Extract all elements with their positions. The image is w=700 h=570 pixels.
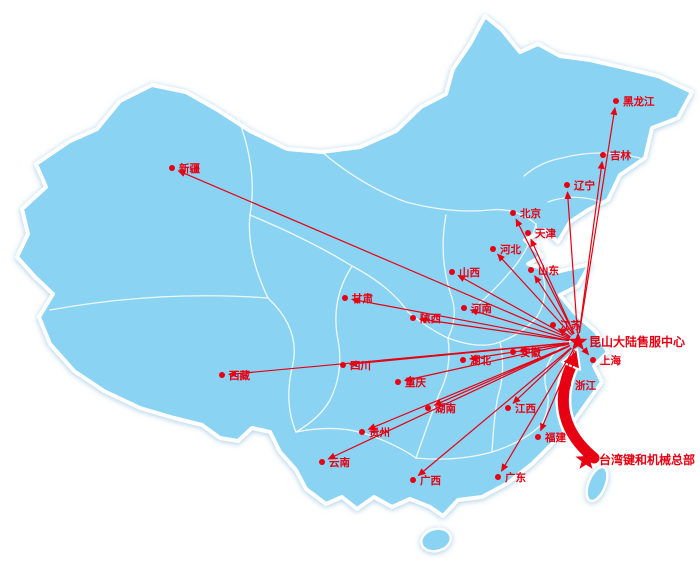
province-dot bbox=[590, 357, 596, 363]
province-label: 江苏 bbox=[560, 319, 581, 332]
province-dot bbox=[461, 305, 467, 311]
province-dot bbox=[528, 267, 534, 273]
hainan-island bbox=[419, 527, 453, 553]
flow-arrow bbox=[327, 345, 571, 460]
province-label: 西藏 bbox=[229, 369, 250, 382]
flow-arrows-layer bbox=[177, 106, 618, 477]
province-label: 陕西 bbox=[420, 312, 441, 325]
hq-star-icon bbox=[575, 449, 597, 469]
flow-arrow bbox=[228, 342, 570, 378]
province-label: 福建 bbox=[544, 431, 566, 444]
flow-arrow bbox=[515, 218, 575, 335]
province-dot bbox=[359, 429, 365, 435]
province-dot bbox=[449, 269, 455, 275]
province-label: 广东 bbox=[505, 471, 526, 484]
flow-arrow bbox=[540, 350, 576, 432]
flow-arrow bbox=[350, 297, 570, 341]
flow-arrow bbox=[367, 344, 570, 430]
flow-arrow bbox=[417, 347, 572, 477]
province-label: 山西 bbox=[459, 266, 480, 279]
flow-arrow bbox=[177, 170, 570, 340]
province-label: 上海 bbox=[600, 354, 621, 367]
province-label: 新疆 bbox=[179, 162, 200, 175]
flow-arrow bbox=[433, 345, 571, 406]
hub-star-icon bbox=[568, 332, 588, 351]
province-dot bbox=[565, 382, 571, 388]
province-dot bbox=[169, 165, 175, 171]
hub-label: 昆山大陆售服中心 bbox=[589, 334, 685, 349]
hq-label: 台湾键和机械总部 bbox=[599, 452, 695, 467]
flow-arrow bbox=[534, 275, 574, 335]
province-label: 安徽 bbox=[520, 346, 541, 359]
province-label: 北京 bbox=[520, 207, 541, 220]
mainland-shape bbox=[15, 14, 694, 518]
hq-marker: 台湾键和机械总部 bbox=[575, 449, 695, 469]
province-dot bbox=[425, 405, 431, 411]
province-label: 河北 bbox=[500, 243, 521, 256]
province-label: 四川 bbox=[350, 360, 371, 372]
province-label: 湖北 bbox=[470, 354, 491, 367]
flow-arrow bbox=[530, 238, 575, 335]
province-dot bbox=[495, 474, 501, 480]
taiwan-island bbox=[585, 465, 609, 503]
province-dot bbox=[550, 322, 556, 328]
flow-arrow bbox=[403, 343, 570, 383]
province-dot bbox=[535, 434, 541, 440]
flow-arrow bbox=[557, 328, 571, 338]
province-dot bbox=[600, 152, 606, 158]
province-dot bbox=[613, 98, 619, 104]
province-markers-layer bbox=[169, 98, 619, 483]
flow-arrow bbox=[497, 253, 573, 336]
flow-arrow bbox=[418, 316, 570, 342]
province-dot bbox=[219, 372, 225, 378]
province-label: 吉林 bbox=[610, 149, 631, 162]
flow-arrow bbox=[567, 350, 577, 380]
province-label: 河南 bbox=[471, 302, 492, 315]
province-dot bbox=[490, 246, 496, 252]
province-dot bbox=[505, 405, 511, 411]
flow-arrow bbox=[469, 308, 570, 340]
province-dot bbox=[340, 362, 346, 368]
flow-arrow bbox=[564, 191, 578, 334]
flow-arrow bbox=[501, 349, 574, 472]
province-dot bbox=[342, 295, 348, 301]
province-label: 甘肃 bbox=[352, 292, 373, 305]
province-label: 广西 bbox=[420, 474, 441, 487]
province-dot bbox=[395, 379, 401, 385]
province-label: 湖南 bbox=[435, 402, 456, 415]
province-label: 江西 bbox=[515, 402, 536, 415]
province-label: 天津 bbox=[535, 227, 556, 240]
province-dot bbox=[410, 315, 416, 321]
flow-arrow bbox=[512, 347, 572, 404]
province-dot bbox=[510, 349, 516, 355]
province-label: 贵州 bbox=[369, 426, 390, 439]
province-label: 浙江 bbox=[575, 379, 596, 392]
province-label: 黑龙江 bbox=[623, 95, 655, 108]
province-dot bbox=[460, 357, 466, 363]
hub-marker: 昆山大陆售服中心 bbox=[568, 332, 685, 351]
flow-arrow bbox=[578, 106, 618, 334]
province-dot bbox=[510, 210, 516, 216]
china-landmass bbox=[15, 14, 694, 553]
province-label: 辽宁 bbox=[574, 179, 595, 192]
province-label: 云南 bbox=[329, 456, 350, 469]
province-dot bbox=[564, 182, 570, 188]
province-dot bbox=[525, 230, 531, 236]
flow-arrow bbox=[468, 342, 570, 362]
province-dot bbox=[410, 477, 416, 483]
flow-arrow bbox=[578, 160, 605, 334]
province-label: 重庆 bbox=[405, 376, 426, 389]
province-dot bbox=[319, 459, 325, 465]
flow-arrow bbox=[581, 346, 590, 356]
province-label: 山东 bbox=[538, 264, 559, 277]
